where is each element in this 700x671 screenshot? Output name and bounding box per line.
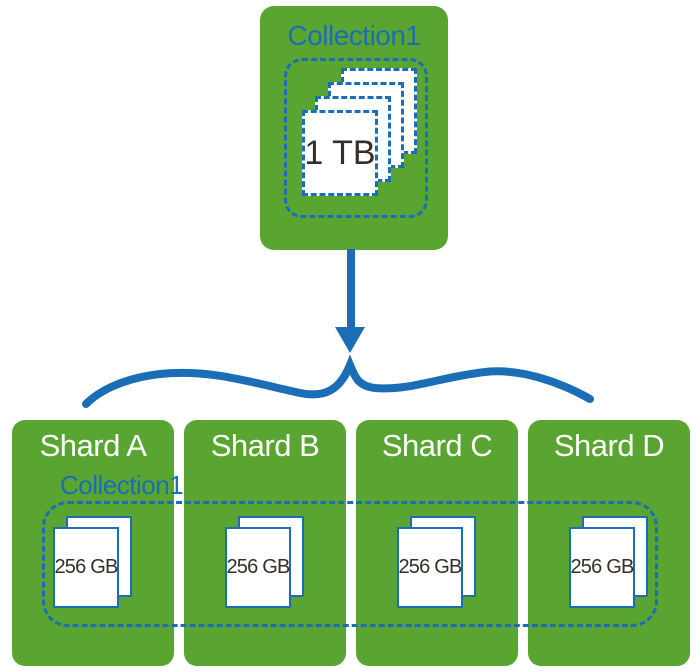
shard-box-b: Shard B 256 GB — [184, 420, 346, 666]
shard-box-c: Shard C 256 GB — [356, 420, 518, 666]
document-stack-icon: 256 GB — [225, 516, 305, 609]
collection-box: Collection1 1 TB — [260, 6, 448, 250]
shard-title: Shard A — [39, 428, 147, 463]
shard-title: Shard B — [210, 428, 320, 463]
document-stack-icon: 1 TB — [302, 68, 418, 197]
shard-box-a: Shard A 256 GB — [12, 420, 174, 666]
sharded-collection-label: Collection1 — [60, 470, 184, 500]
shard-title: Shard C — [381, 428, 493, 463]
arrow-down-icon — [347, 249, 355, 330]
collection-title: Collection1 — [287, 20, 421, 51]
shard-size-label: 256 GB — [226, 556, 290, 578]
collection-chunks-outline — [284, 58, 428, 218]
shard-box-d: Shard D 256 GB — [528, 420, 690, 666]
brace-icon — [82, 354, 594, 408]
document-icon: 256 GB — [225, 527, 291, 608]
document-icon: 256 GB — [397, 527, 463, 608]
document-stack-icon: 256 GB — [569, 516, 649, 609]
document-stack-icon: 256 GB — [397, 516, 477, 609]
document-icon: 256 GB — [569, 527, 635, 608]
arrow-down-head-icon — [335, 327, 365, 353]
collection-size-label: 1 TB — [304, 133, 376, 172]
document-icon: 1 TB — [302, 110, 378, 196]
shard-title: Shard D — [553, 428, 665, 463]
document-icon: 256 GB — [53, 527, 119, 608]
shard-size-label: 256 GB — [570, 556, 634, 578]
document-stack-icon: 256 GB — [53, 516, 133, 609]
shard-size-label: 256 GB — [54, 556, 118, 578]
shard-size-label: 256 GB — [398, 556, 462, 578]
